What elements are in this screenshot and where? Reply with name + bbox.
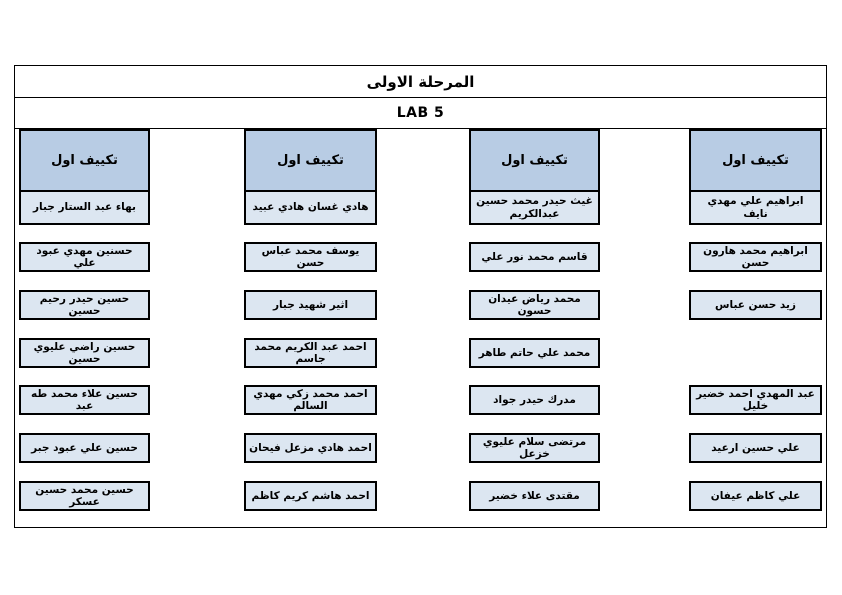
student-box: علي حسين ارعيد: [689, 433, 822, 463]
student-box: مرتضى سلام عليوي خزعل: [469, 433, 600, 463]
lab-title: LAB 5: [15, 98, 826, 129]
group-header: تكييف اول: [244, 129, 377, 192]
student-box: ابراهيم علي مهدي نايف: [689, 192, 822, 225]
student-box: محمد علي حاتم طاهر: [469, 338, 600, 368]
student-box: احمد هادي مزعل فيحان: [244, 433, 377, 463]
student-box: محمد رياض عيدان حسون: [469, 290, 600, 320]
student-box: احمد هاشم كريم كاظم: [244, 481, 377, 511]
student-box: حسين محمد حسين عسكر: [19, 481, 150, 511]
student-box: اثير شهيد جبار: [244, 290, 377, 320]
stage-title: المرحلة الاولى: [15, 66, 826, 98]
student-box: حسين راضي عليوي حسين: [19, 338, 150, 368]
student-box: علي كاظم عيفان: [689, 481, 822, 511]
group-header: تكييف اول: [469, 129, 600, 192]
student-box: ابراهيم محمد هارون حسن: [689, 242, 822, 272]
student-box: غيث حيدر محمد حسين عبدالكريم: [469, 192, 600, 225]
student-box: هادي غسان هادي عبيد: [244, 192, 377, 225]
student-box: زيد حسن عباس: [689, 290, 822, 320]
group-header: تكييف اول: [689, 129, 822, 192]
student-box: حسين علاء محمد طه عبد: [19, 385, 150, 415]
student-box: عبد المهدي احمد خضير خليل: [689, 385, 822, 415]
student-box: مدرك حيدر جواد: [469, 385, 600, 415]
student-box: يوسف محمد عباس حسن: [244, 242, 377, 272]
group-header: تكييف اول: [19, 129, 150, 192]
student-box: احمد عبد الكريم محمد جاسم: [244, 338, 377, 368]
student-box: قاسم محمد نور علي: [469, 242, 600, 272]
student-box: احمد محمد زكي مهدي السالم: [244, 385, 377, 415]
student-box: بهاء عبد الستار جبار: [19, 192, 150, 225]
student-box: حسنين مهدي عبود علي: [19, 242, 150, 272]
student-box: حسين علي عبود جبر: [19, 433, 150, 463]
student-box: مقتدى علاء خضير: [469, 481, 600, 511]
student-box: حسين حيدر رحيم حسين: [19, 290, 150, 320]
